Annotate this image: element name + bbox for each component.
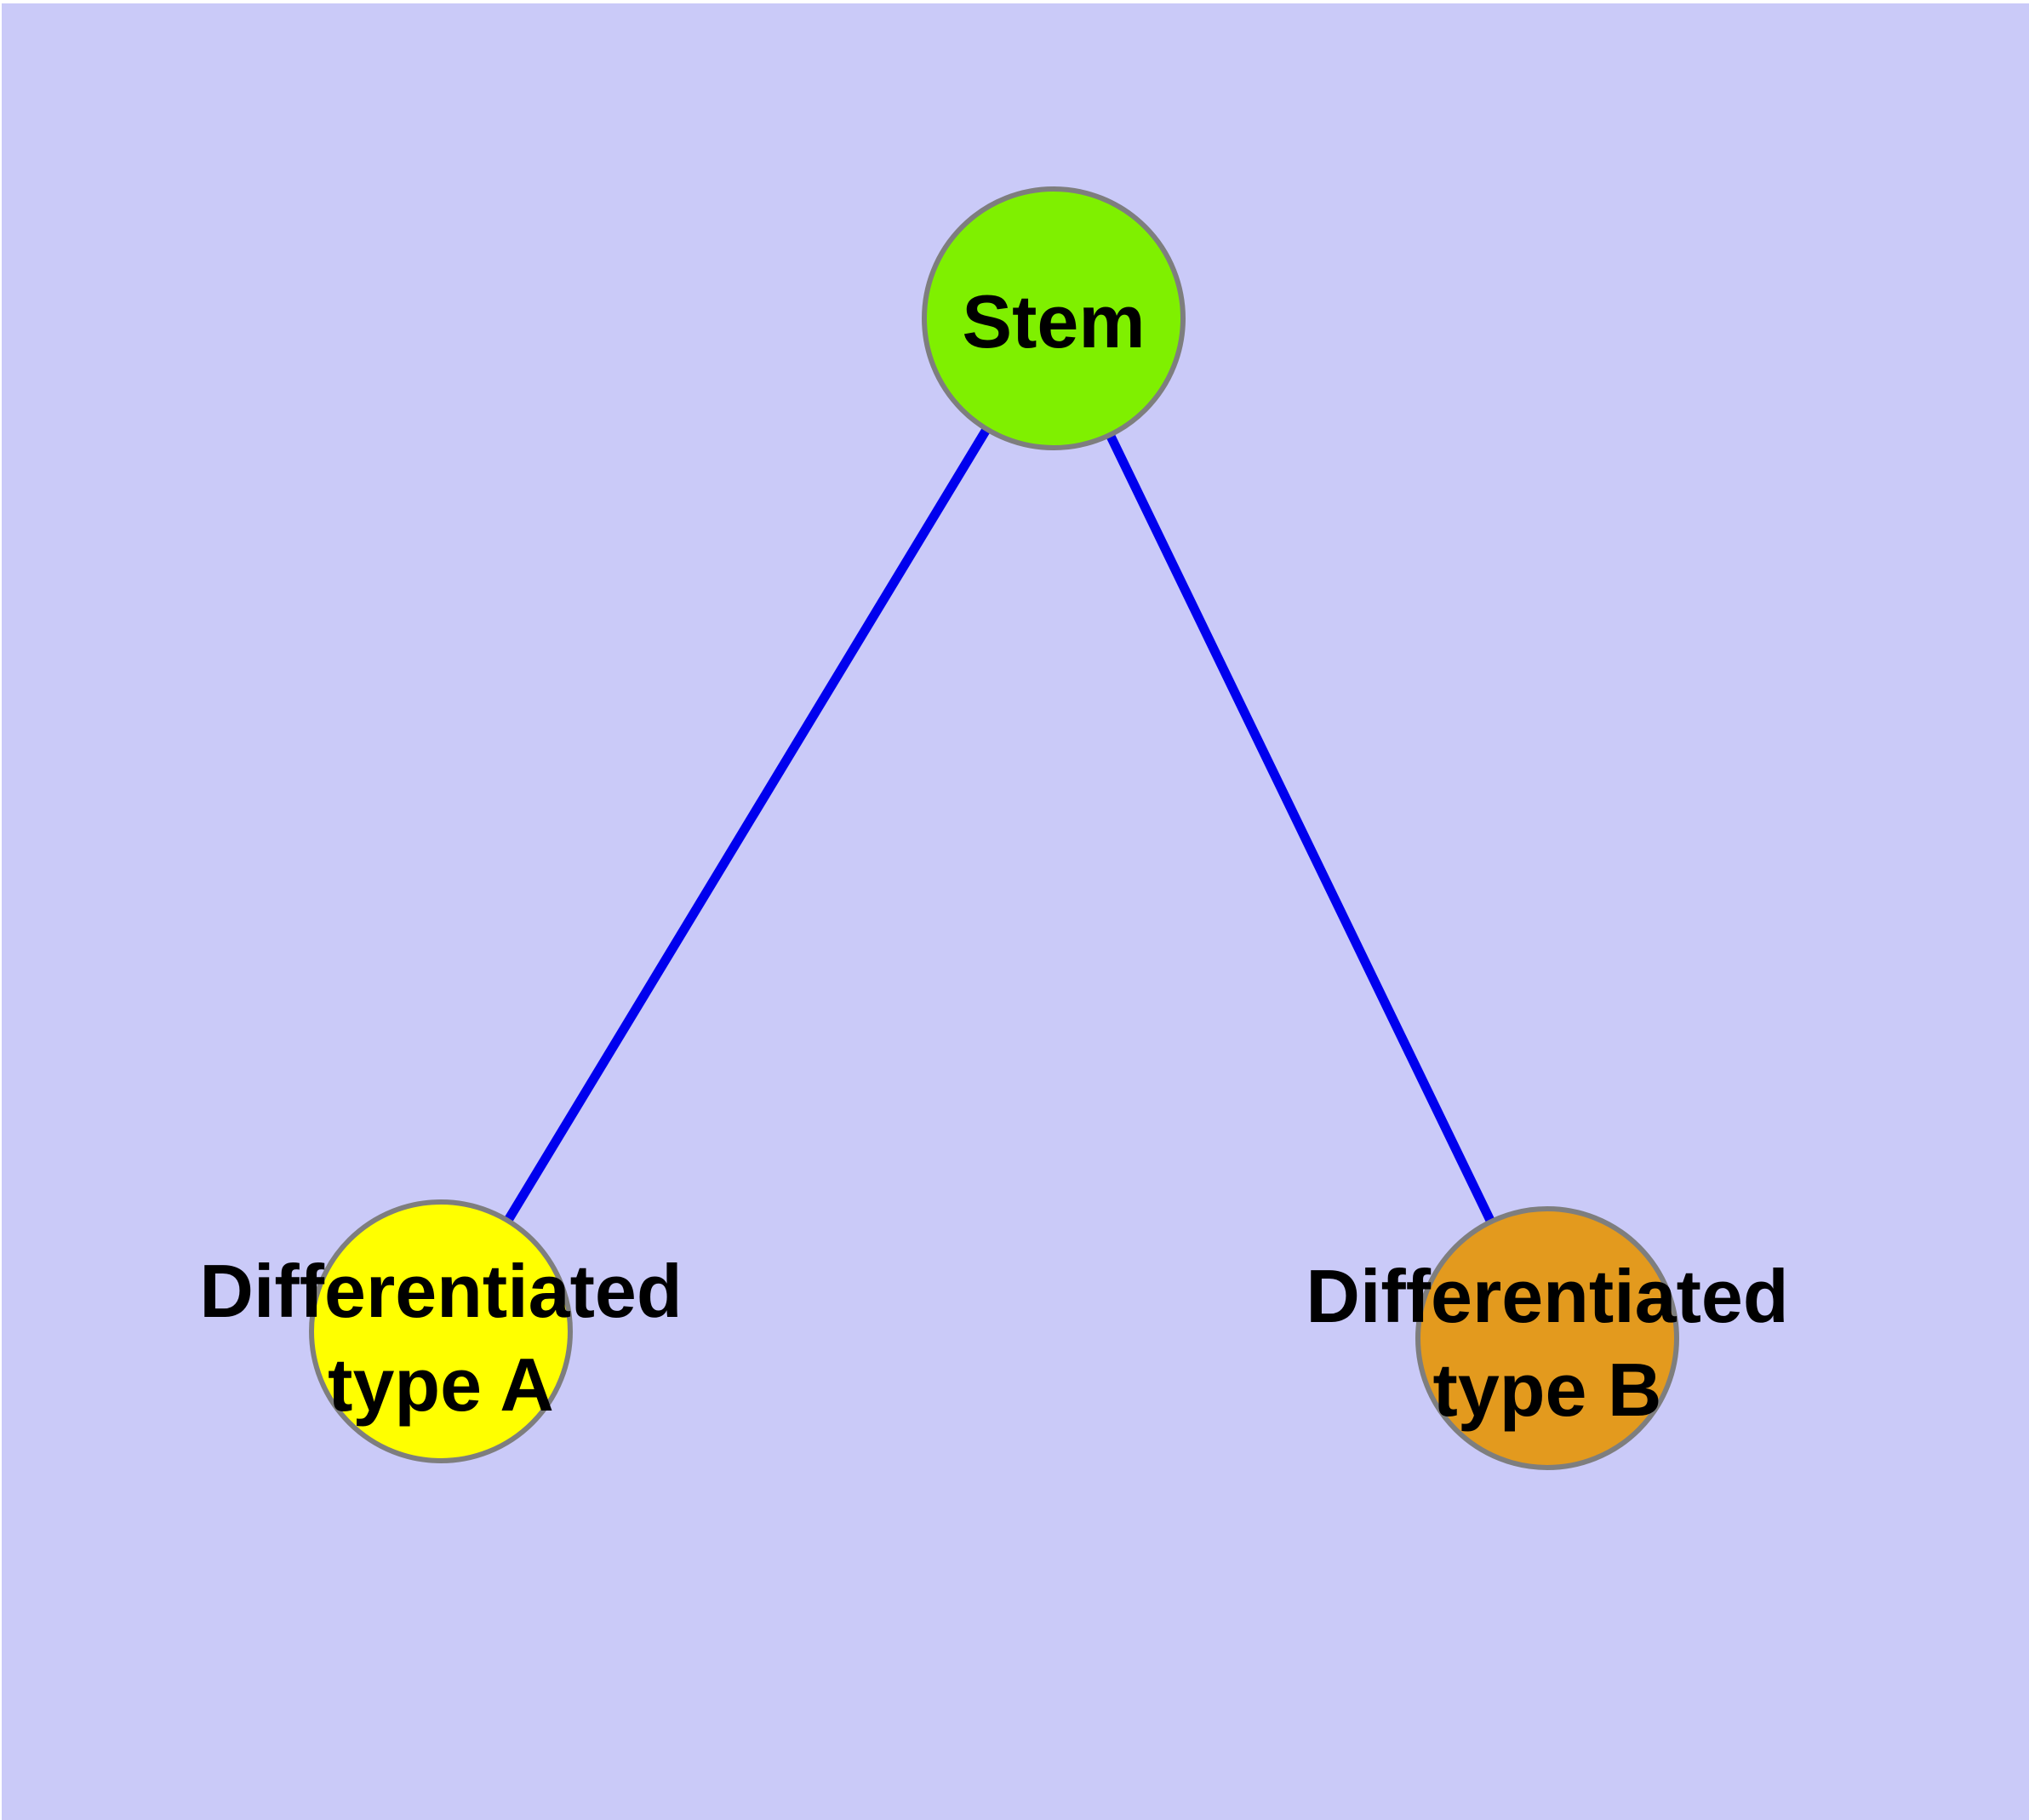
node-differentiated-type-b: Differentiated type B: [1306, 1206, 1789, 1470]
edge-stem-to-type-b: [1049, 316, 1552, 1341]
node-differentiated-type-a: Differentiated type A: [199, 1199, 683, 1463]
type-b-node-circle: [1415, 1206, 1679, 1470]
type-a-node-label-line1: Differentiated: [199, 1249, 682, 1333]
type-a-node-circle: [309, 1199, 573, 1463]
type-b-node-label-line2: type B: [1433, 1348, 1662, 1432]
node-stem: Stem: [922, 186, 1186, 450]
type-b-node-label-line1: Differentiated: [1306, 1254, 1788, 1338]
edge-group: [437, 316, 1552, 1341]
type-a-node-label-line2: type A: [328, 1342, 554, 1427]
stem-node-circle: [922, 186, 1186, 450]
edge-stem-to-type-a: [437, 316, 1058, 1334]
stem-node-label: Stem: [962, 279, 1145, 363]
